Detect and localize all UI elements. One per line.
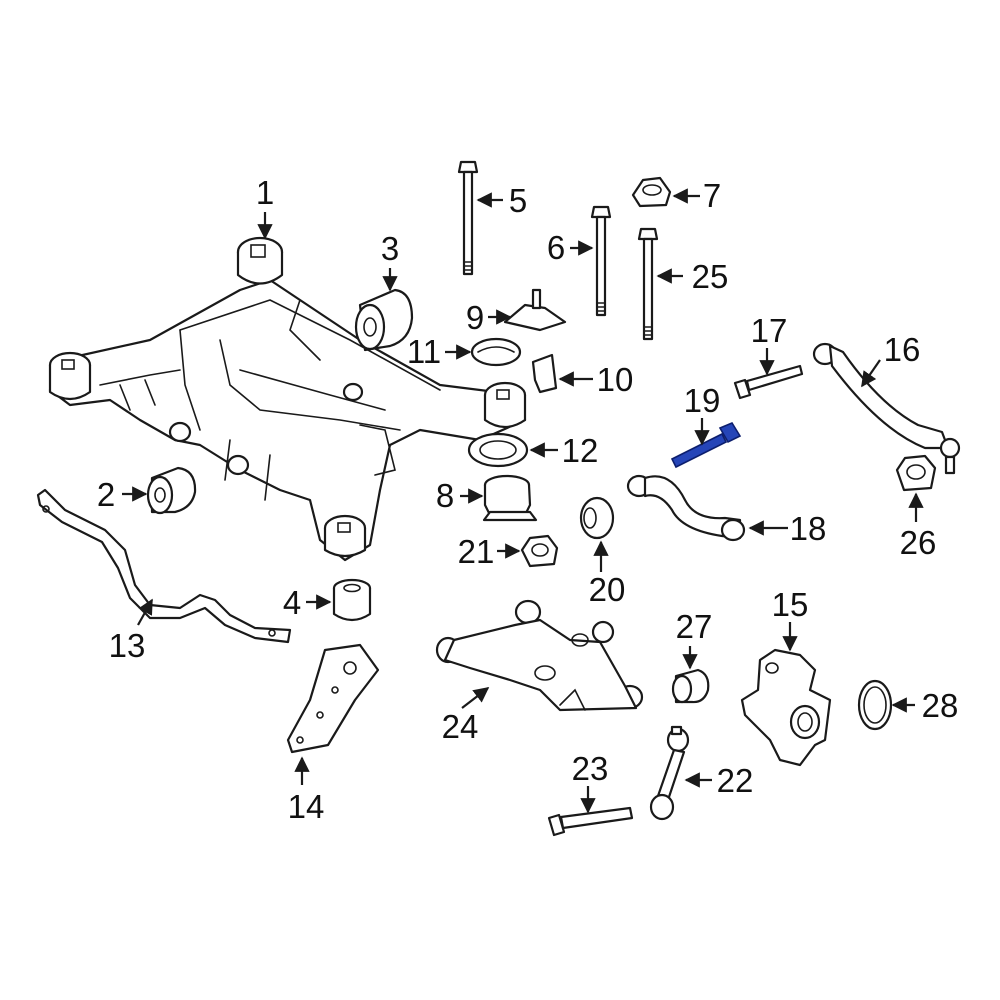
part-7-nut	[631, 176, 672, 208]
label-10: 10	[597, 361, 634, 398]
label-21: 21	[458, 533, 495, 570]
label-26: 26	[900, 524, 937, 561]
label-9: 9	[466, 299, 484, 336]
part-24-lower-arm	[435, 599, 644, 712]
part-17-bolt	[733, 364, 804, 400]
label-27: 27	[676, 608, 713, 645]
callout-labels: 1 2 3 4 5 6 7 8 9 10 11 12 13 14 15 16 1…	[97, 174, 959, 825]
part-13-stabilizer-bar	[36, 488, 292, 644]
label-13: 13	[109, 627, 146, 664]
label-20: 20	[589, 571, 626, 608]
part-11-plate	[470, 337, 522, 367]
label-24: 24	[442, 708, 479, 745]
label-22: 22	[717, 762, 754, 799]
label-28: 28	[922, 687, 959, 724]
part-15-wheel-carrier	[740, 648, 832, 767]
label-8: 8	[436, 477, 454, 514]
label-5: 5	[509, 182, 527, 219]
part-6-bolt	[590, 205, 612, 317]
label-16: 16	[884, 331, 921, 368]
part-8-mount	[482, 474, 538, 522]
label-6: 6	[547, 229, 565, 266]
label-12: 12	[562, 432, 599, 469]
label-15: 15	[772, 586, 809, 623]
part-19-bolt-highlighted	[670, 421, 742, 469]
part-25-bolt	[637, 227, 659, 341]
label-7: 7	[703, 177, 721, 214]
part-22-link	[649, 725, 690, 821]
part-28-ring	[857, 679, 893, 731]
part-3-bushing	[354, 288, 414, 352]
part-21-nut	[520, 534, 559, 568]
part-5-bolt	[457, 160, 479, 276]
leader-lines	[122, 188, 924, 814]
label-23: 23	[572, 750, 609, 787]
part-12-washer	[467, 432, 529, 468]
label-4: 4	[283, 584, 301, 621]
part-27-bushing	[671, 668, 710, 704]
label-2: 2	[97, 476, 115, 513]
part-20-bushing	[579, 496, 615, 540]
part-1-subframe	[48, 236, 527, 562]
part-4-bushing	[332, 578, 372, 622]
part-9-bracket	[503, 288, 567, 332]
part-2-bushing	[146, 466, 197, 515]
label-17: 17	[751, 312, 788, 349]
label-19: 19	[684, 382, 721, 419]
part-10-stop	[531, 353, 558, 394]
part-26-nut	[895, 454, 937, 492]
part-14-bracket	[286, 643, 380, 754]
part-18-arm	[626, 474, 746, 542]
label-11: 11	[407, 333, 441, 370]
label-18: 18	[790, 510, 827, 547]
label-1: 1	[256, 174, 274, 211]
label-14: 14	[288, 788, 325, 825]
part-23-bolt	[547, 806, 634, 837]
label-3: 3	[381, 230, 399, 267]
label-25: 25	[692, 258, 729, 295]
